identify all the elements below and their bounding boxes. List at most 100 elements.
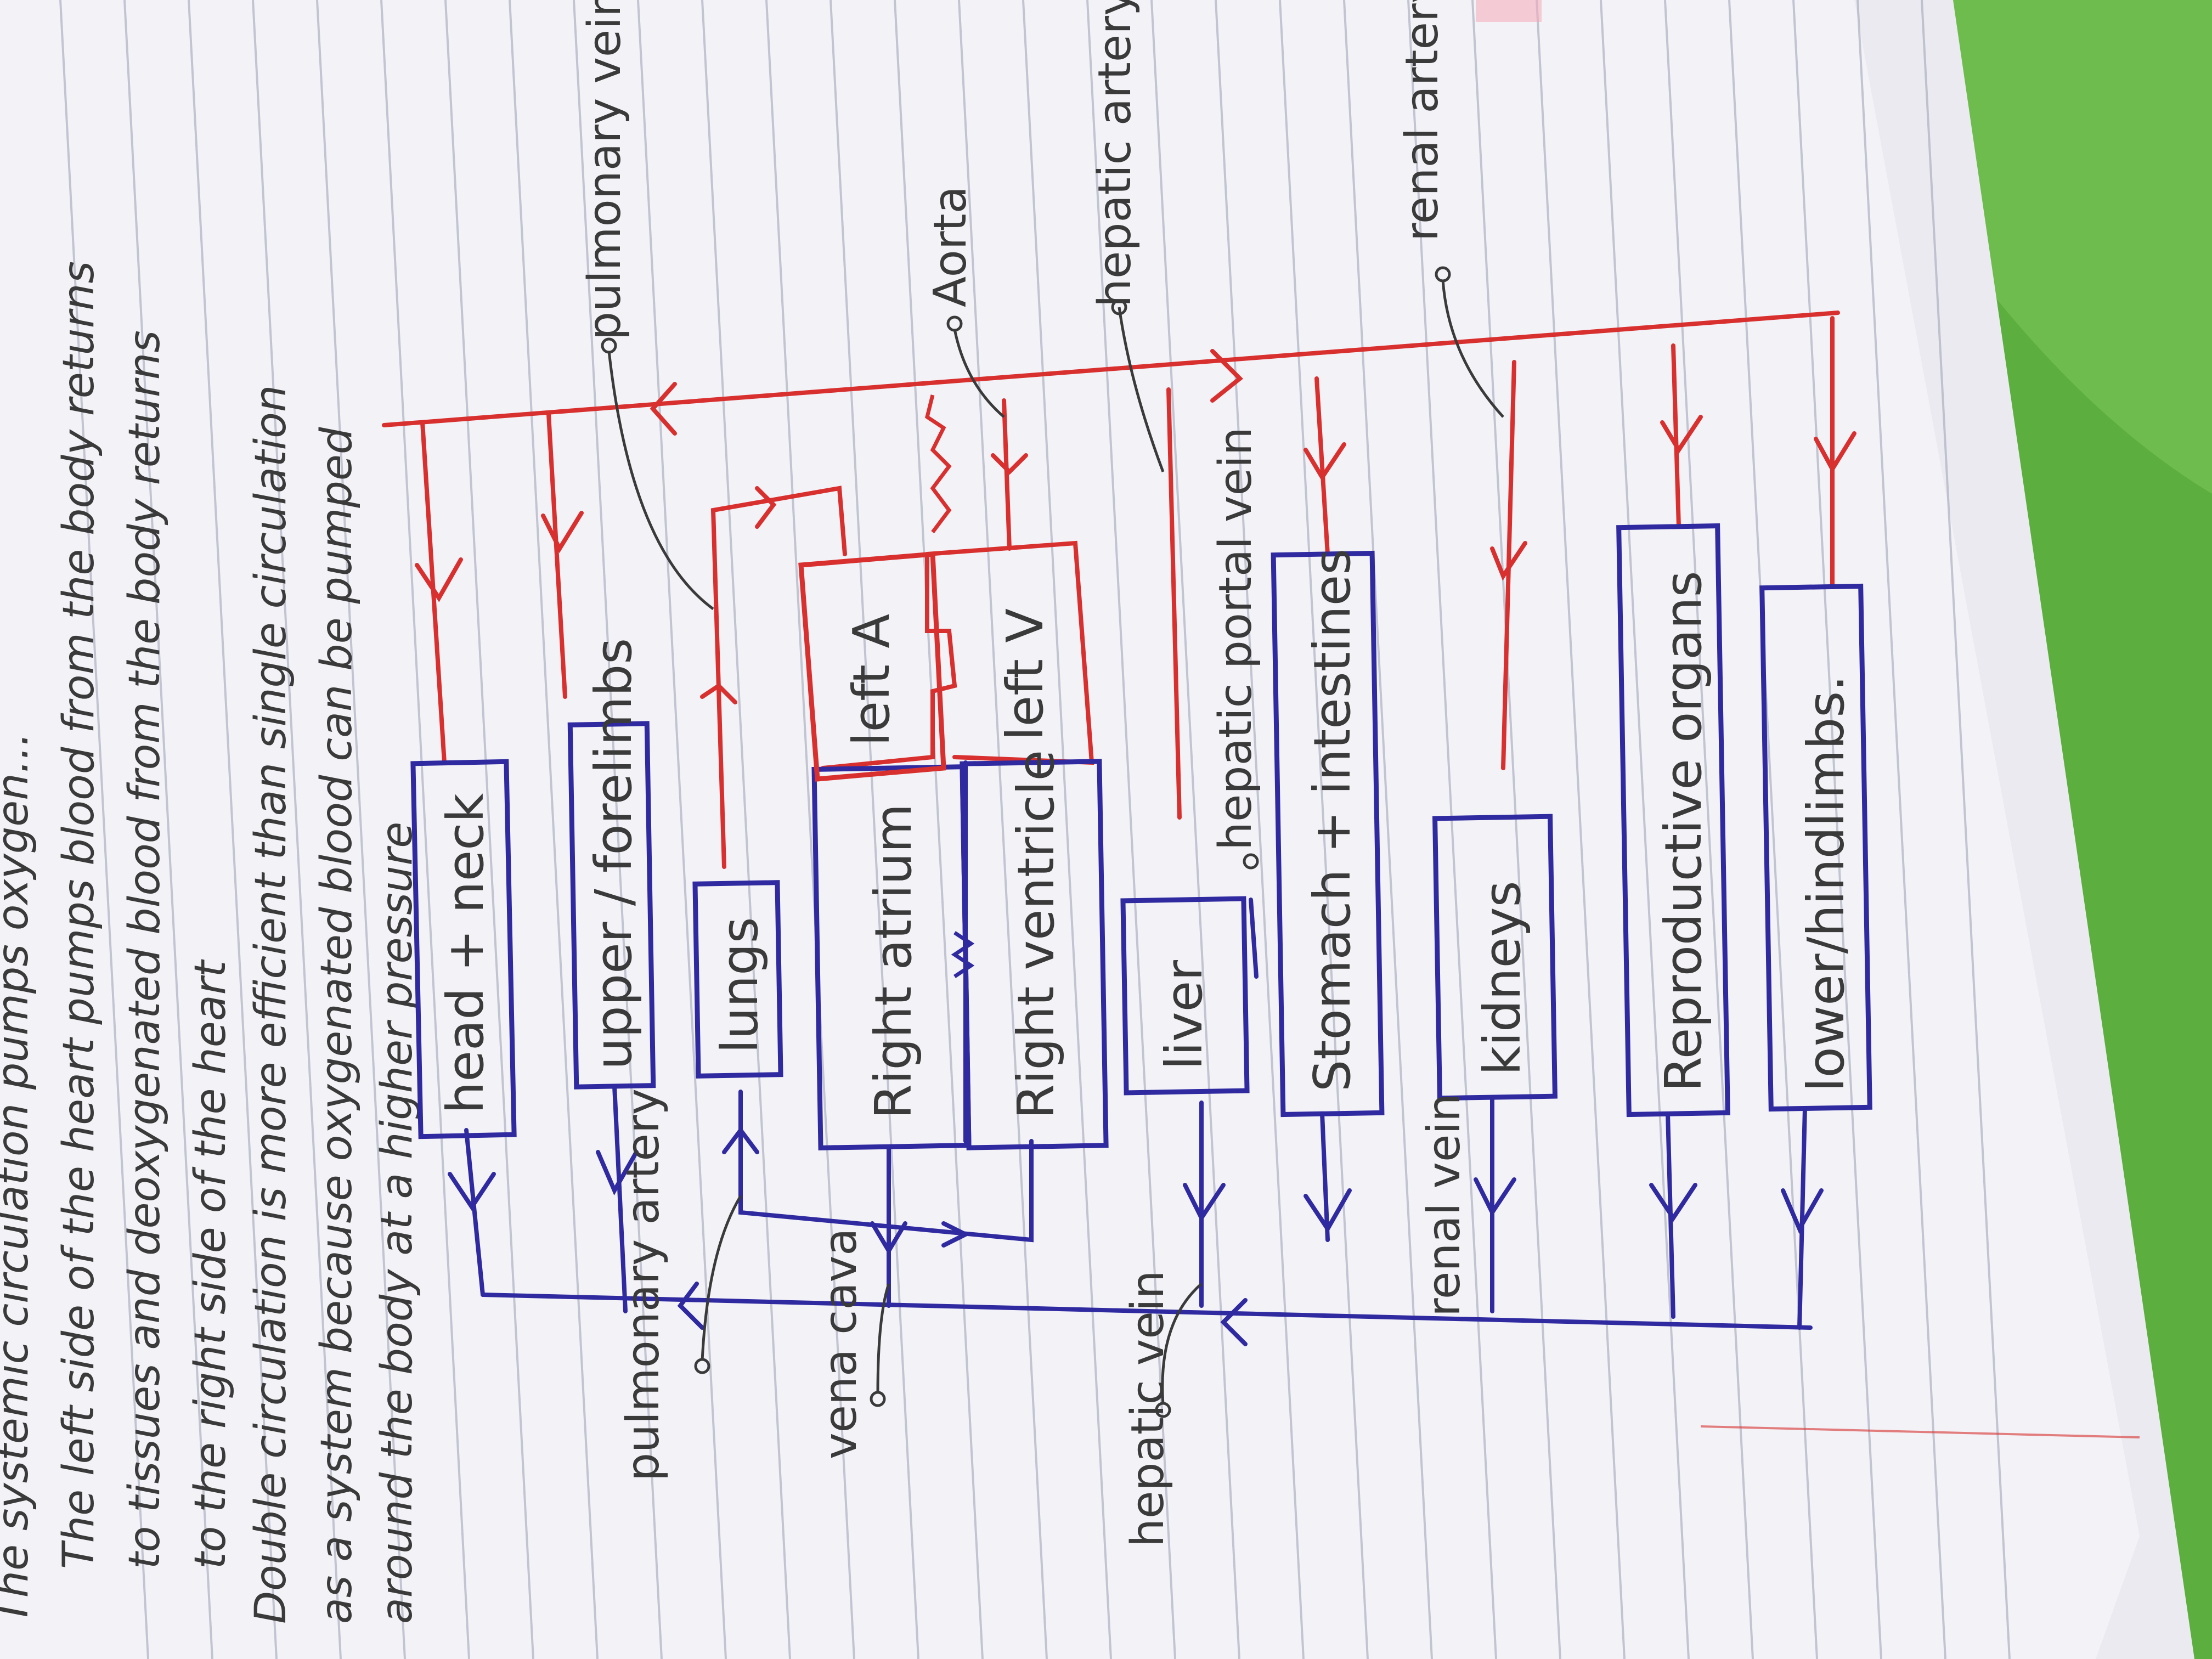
rule-line [1664, 0, 1754, 1659]
pointer-hepatic-artery [1118, 307, 1165, 472]
label-renal-vein: renal vein [1418, 1093, 1470, 1317]
rule-line [830, 0, 919, 1659]
box-head-neck [410, 759, 517, 1139]
rule-line [701, 0, 791, 1659]
note-line-2: to tissues and deoxygenated blood from t… [120, 330, 170, 1569]
note-line-5: as a system because oxygenated blood can… [312, 427, 362, 1624]
rule-line [1536, 0, 1626, 1659]
box-liver [1120, 896, 1250, 1096]
left-ventricle-outline [925, 540, 1094, 765]
return-upper [612, 1084, 628, 1313]
rule-line [1471, 0, 1561, 1659]
rule-line [573, 0, 663, 1659]
rule-line [1086, 0, 1176, 1659]
branch-reproductive [1671, 343, 1681, 529]
label-vena-cava: vena cava [815, 1228, 867, 1459]
label-left-ventricle: left V [996, 608, 1054, 741]
label-left-atrium: left A [842, 614, 901, 746]
label-lower-limbs: lower/hindlimbs. [1797, 675, 1855, 1092]
rule-line [444, 0, 534, 1659]
aorta-trunk [382, 311, 1840, 427]
rule-line [316, 0, 406, 1659]
rule-line [1150, 0, 1240, 1659]
label-upper-limbs: upper / forelimbs [584, 638, 643, 1070]
pointer-dots [601, 266, 1451, 1418]
return-lower [1797, 1106, 1807, 1330]
rule-line [1343, 0, 1433, 1659]
note-line-1: The left side of the heart pumps blood f… [54, 261, 104, 1569]
pulmonary-artery-path [738, 1090, 1034, 1243]
box-left-atrium [798, 551, 946, 782]
label-head-neck: head + neck [436, 793, 495, 1114]
rule-line [59, 0, 149, 1659]
label-hepatic-portal-vein: hepatic portal vein [1210, 427, 1262, 850]
rule-line [1022, 0, 1112, 1659]
note-line-4: Double circulation is more efficient tha… [246, 385, 296, 1624]
box-kidneys [1432, 814, 1558, 1101]
rule-line [1600, 0, 1690, 1659]
label-stomach: Stomach + intestines [1303, 549, 1362, 1092]
rule-line [1728, 0, 1818, 1659]
box-lower-limbs [1759, 583, 1872, 1112]
blue-arrowheads [448, 1126, 1824, 1346]
pointer-renal-artery [1441, 279, 1504, 418]
pointer-pulmonary-artery [701, 1195, 742, 1361]
rule-line [637, 0, 727, 1659]
label-pulmonary-artery: pulmonary artery [617, 1088, 669, 1481]
scribble-mark [925, 394, 952, 534]
branch-upper [546, 412, 567, 699]
label-kidneys: kidneys [1473, 881, 1532, 1075]
rule-line [123, 0, 213, 1659]
rule-line [958, 0, 1048, 1659]
box-reproductive [1616, 523, 1730, 1118]
label-pulmonary-vein: pulmonary vein [579, 0, 631, 340]
label-reproductive: Reproductive organs [1654, 571, 1713, 1092]
ruled-lines [59, 0, 2011, 1659]
box-stomach [1271, 550, 1385, 1118]
pointer-vena-cava [876, 1283, 890, 1394]
note-line-6: around the body at a higher pressure [373, 822, 422, 1624]
rule-line [1215, 0, 1305, 1659]
label-renal-artery: renal artery [1396, 0, 1448, 241]
box-lungs [692, 880, 783, 1079]
pointer-aorta [953, 329, 1005, 418]
box-right-ventricle [960, 759, 1109, 1150]
rule-line [894, 0, 984, 1659]
label-aorta: Aorta [924, 186, 977, 307]
pointer-hepatic-vein [1161, 1283, 1203, 1405]
rule-line [1857, 0, 1946, 1659]
branch-liver [1166, 387, 1182, 820]
label-right-atrium: Right atrium [864, 804, 923, 1119]
label-pointers [607, 279, 1504, 1405]
red-arrowheads [415, 349, 1857, 704]
rule-line [509, 0, 599, 1659]
return-head [464, 1128, 485, 1297]
note-highlight [1476, 0, 1542, 22]
box-upper-limbs [567, 721, 656, 1090]
note-line-3: to the right side of the heart [186, 959, 235, 1569]
rule-line [380, 0, 470, 1659]
hepatic-portal-connector [1249, 898, 1259, 979]
label-hepatic-vein: hepatic vein [1122, 1270, 1174, 1547]
return-stomach [1320, 1111, 1330, 1242]
rule-line [1407, 0, 1497, 1659]
left-heart-outline [821, 552, 957, 770]
rule-line [1792, 0, 1882, 1659]
pointer-pulmonary-vein [607, 351, 714, 611]
rule-line [188, 0, 278, 1659]
branch-stomach [1314, 376, 1330, 556]
label-hepatic-artery: hepatic artery [1089, 0, 1141, 307]
margin-line [1700, 1425, 2140, 1438]
label-right-ventricle: Right ventricle [1007, 750, 1065, 1119]
rule-line [252, 0, 342, 1659]
rule-line [1921, 0, 2011, 1659]
aorta-to-left-ventricle [1002, 398, 1012, 551]
label-liver: liver [1155, 960, 1214, 1070]
note-line-0: The systemic circulation pumps oxygen... [0, 732, 38, 1624]
rule-line [765, 0, 855, 1659]
left-heart-boxes [798, 551, 946, 782]
vena-cava-trunk [481, 1293, 1813, 1330]
rule-line [1279, 0, 1369, 1659]
label-lungs: lungs [710, 917, 769, 1053]
